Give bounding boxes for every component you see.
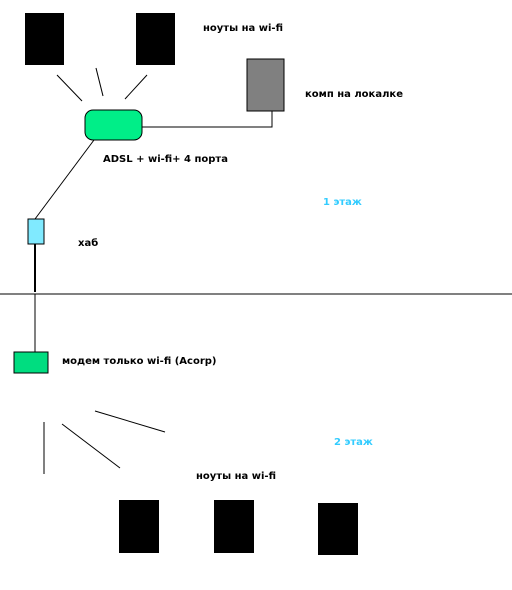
router-hub-line xyxy=(34,139,95,220)
floor2-label: 2 этаж xyxy=(334,437,373,448)
laptops-bottom-label: ноуты на wi-fi xyxy=(196,471,276,482)
router-label: ADSL + wi-fi+ 4 порта xyxy=(103,154,228,165)
wifi-signal-line xyxy=(124,74,148,100)
adsl-router-icon xyxy=(84,109,143,141)
pc-lan-label: комп на локалке xyxy=(305,89,403,100)
lan-cable-line xyxy=(142,111,273,128)
wifi-signal-line xyxy=(95,67,104,97)
wifi-signal-line xyxy=(94,410,166,433)
laptop-icon-bottom-3 xyxy=(318,503,358,555)
laptop-icon-bottom-1 xyxy=(119,500,159,553)
wifi-signal-line xyxy=(56,74,83,102)
hub-icon xyxy=(27,218,45,245)
laptop-icon-top-1 xyxy=(25,13,64,65)
floor1-label: 1 этаж xyxy=(323,197,362,208)
laptop-icon-top-2 xyxy=(136,13,175,65)
wifi-signal-line xyxy=(61,423,121,469)
modem-label: модем только wi-fi (Acorp) xyxy=(62,356,217,367)
laptop-icon-bottom-2 xyxy=(214,500,254,553)
pc-icon xyxy=(246,58,285,112)
hub-label: хаб xyxy=(78,238,99,249)
laptops-top-label: ноуты на wi-fi xyxy=(203,23,283,34)
wifi-modem-icon xyxy=(13,351,49,374)
